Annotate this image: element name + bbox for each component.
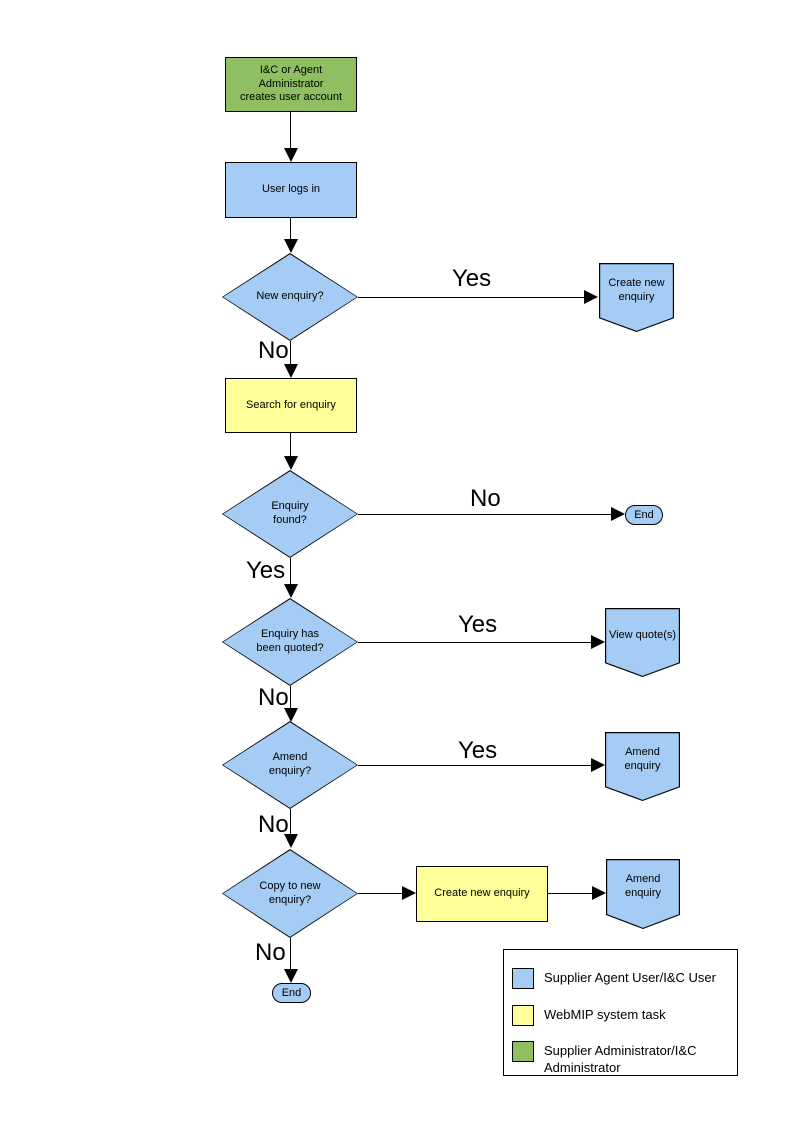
edge-label-yes: Yes [452,265,492,292]
start-node-admin-creates-account: I&C or Agent Administrator creates user … [225,57,357,112]
legend-label: Supplier Agent User/I&C User [544,970,716,985]
user-logs-in-node: User logs in [225,162,357,218]
edge-label-yes: Yes [246,557,286,584]
connector-amend-enquiry-2-label: Amend enquiry [624,873,662,899]
task-search-for-enquiry: Search for enquiry [225,378,357,433]
flow-line [358,642,591,643]
legend-swatch-blue [512,968,534,989]
flow-line [290,686,291,708]
legend-swatch-yellow [512,1005,534,1026]
flow-line [358,893,402,894]
end-node-right-label: End [634,509,654,521]
flow-line [290,341,291,364]
decision-amend-enquiry-label: Amend enquiry? [268,751,312,777]
legend-label: WebMIP system task [544,1007,666,1022]
decision-copy-to-new-enquiry-label: Copy to new enquiry? [259,879,321,906]
connector-view-quotes-label: View quote(s) [608,628,677,641]
flow-line [290,433,291,456]
flow-line [358,514,611,515]
arrowhead-right [402,886,416,900]
arrowhead-down [284,456,298,470]
edge-label-no: No [258,811,289,838]
arrowhead-right [592,886,606,900]
arrowhead-down [284,834,298,848]
decision-copy-to-new-enquiry: Copy to new enquiry? [222,849,358,938]
task-create-new-enquiry: Create new enquiry [416,866,548,922]
arrowhead-down [284,364,298,378]
edge-label-yes: Yes [458,611,498,638]
flow-line [548,893,592,894]
decision-amend-enquiry: Amend enquiry? [222,721,358,809]
arrowhead-down [284,584,298,598]
flow-line [290,112,291,148]
user-logs-in-label: User logs in [261,183,321,196]
arrowhead-right [591,635,605,649]
decision-enquiry-found: Enquiry found? [222,470,358,558]
pentagon-fill [606,609,679,676]
edge-label-no: No [470,485,501,512]
pentagon-fill [606,733,679,800]
connector-amend-enquiry-1: Amend enquiry [605,732,680,801]
end-node-bottom: End [272,983,311,1003]
edge-label-yes: Yes [458,737,498,764]
edge-label-no: No [258,684,289,711]
decision-new-enquiry-label: New enquiry? [256,290,324,303]
legend-label: Supplier Administrator/I&C Administrator [544,1043,697,1075]
legend-swatch-green [512,1041,534,1062]
flow-line [290,809,291,834]
arrowhead-right [584,290,598,304]
flow-line [358,297,584,298]
connector-amend-enquiry-1-label: Amend enquiry [624,745,661,772]
arrowhead-right [611,507,625,521]
decision-enquiry-quoted-label: Enquiry has been quoted? [256,628,324,654]
pentagon-fill [600,264,673,331]
flow-line [290,558,291,584]
flow-line [290,218,291,239]
edge-label-no: No [255,939,286,966]
flow-line [358,765,591,766]
decision-new-enquiry: New enquiry? [222,253,358,341]
end-node-right: End [625,505,663,525]
arrowhead-right [591,758,605,772]
arrowhead-down [284,239,298,253]
arrowhead-down [284,969,298,983]
end-node-bottom-label: End [281,987,302,999]
task-create-new-enquiry-label: Create new enquiry [434,887,530,900]
legend: Supplier Agent User/I&C User WebMIP syst… [503,949,738,1076]
flow-line [290,938,291,969]
connector-amend-enquiry-2: Amend enquiry [606,859,680,929]
decision-enquiry-found-label: Enquiry found? [271,500,309,526]
pentagon-fill [607,860,679,928]
task-search-for-enquiry-label: Search for enquiry [246,398,336,411]
start-node-label: I&C or Agent Administrator creates user … [239,63,343,104]
connector-create-new-enquiry-label: Create new enquiry [608,276,665,303]
arrowhead-down [284,148,298,162]
edge-label-no: No [258,337,289,364]
arrowhead-down [284,708,298,722]
connector-view-quotes: View quote(s) [605,608,680,677]
decision-enquiry-quoted: Enquiry has been quoted? [222,598,358,686]
connector-create-new-enquiry: Create new enquiry [599,263,674,332]
